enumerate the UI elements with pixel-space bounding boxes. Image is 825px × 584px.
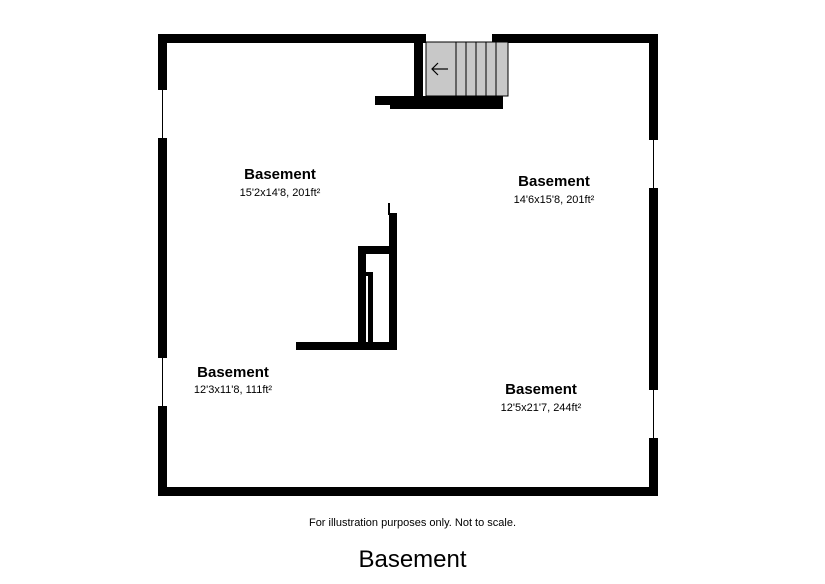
partition-inner-top (358, 246, 391, 254)
disclaimer-text: For illustration purposes only. Not to s… (308, 517, 517, 529)
plan-title: Basement (358, 546, 467, 573)
room-name-bottom-right: Basement (505, 381, 577, 398)
room-dims-bottom-right: 12'5x21'7, 244ft² (500, 402, 582, 414)
room-name-top-right: Basement (518, 173, 590, 190)
stair-wall-left (414, 34, 423, 109)
stair-wall-bottom (375, 96, 503, 105)
room-name-bottom-left: Basement (197, 364, 269, 381)
arrow-left-icon (431, 62, 448, 76)
room-dims-bottom-left: 12'3x11'8, 111ft² (193, 384, 273, 396)
partition-jog-vertical (368, 272, 373, 342)
partition-jog-left (358, 272, 372, 276)
wall-top-right (492, 34, 658, 43)
exterior-walls (158, 34, 658, 496)
stair-enclosure (375, 34, 503, 109)
partition-post-thin (388, 203, 390, 215)
partition-inner-left (358, 246, 366, 350)
wall-right (649, 34, 658, 496)
stair-wall-bottom-right (390, 103, 503, 109)
wall-bottom (158, 487, 658, 496)
room-dims-top-right: 14'6x15'8, 201ft² (513, 194, 595, 206)
wall-left (158, 34, 167, 496)
staircase (425, 41, 509, 97)
partition-right (389, 213, 397, 350)
partition-bottom (296, 342, 397, 350)
window-panes (162, 90, 654, 438)
interior-partition (296, 203, 397, 350)
wall-top-left (158, 34, 426, 43)
room-name-top-left: Basement (244, 166, 316, 183)
room-dims-top-left: 15'2x14'8, 201ft² (239, 187, 321, 199)
